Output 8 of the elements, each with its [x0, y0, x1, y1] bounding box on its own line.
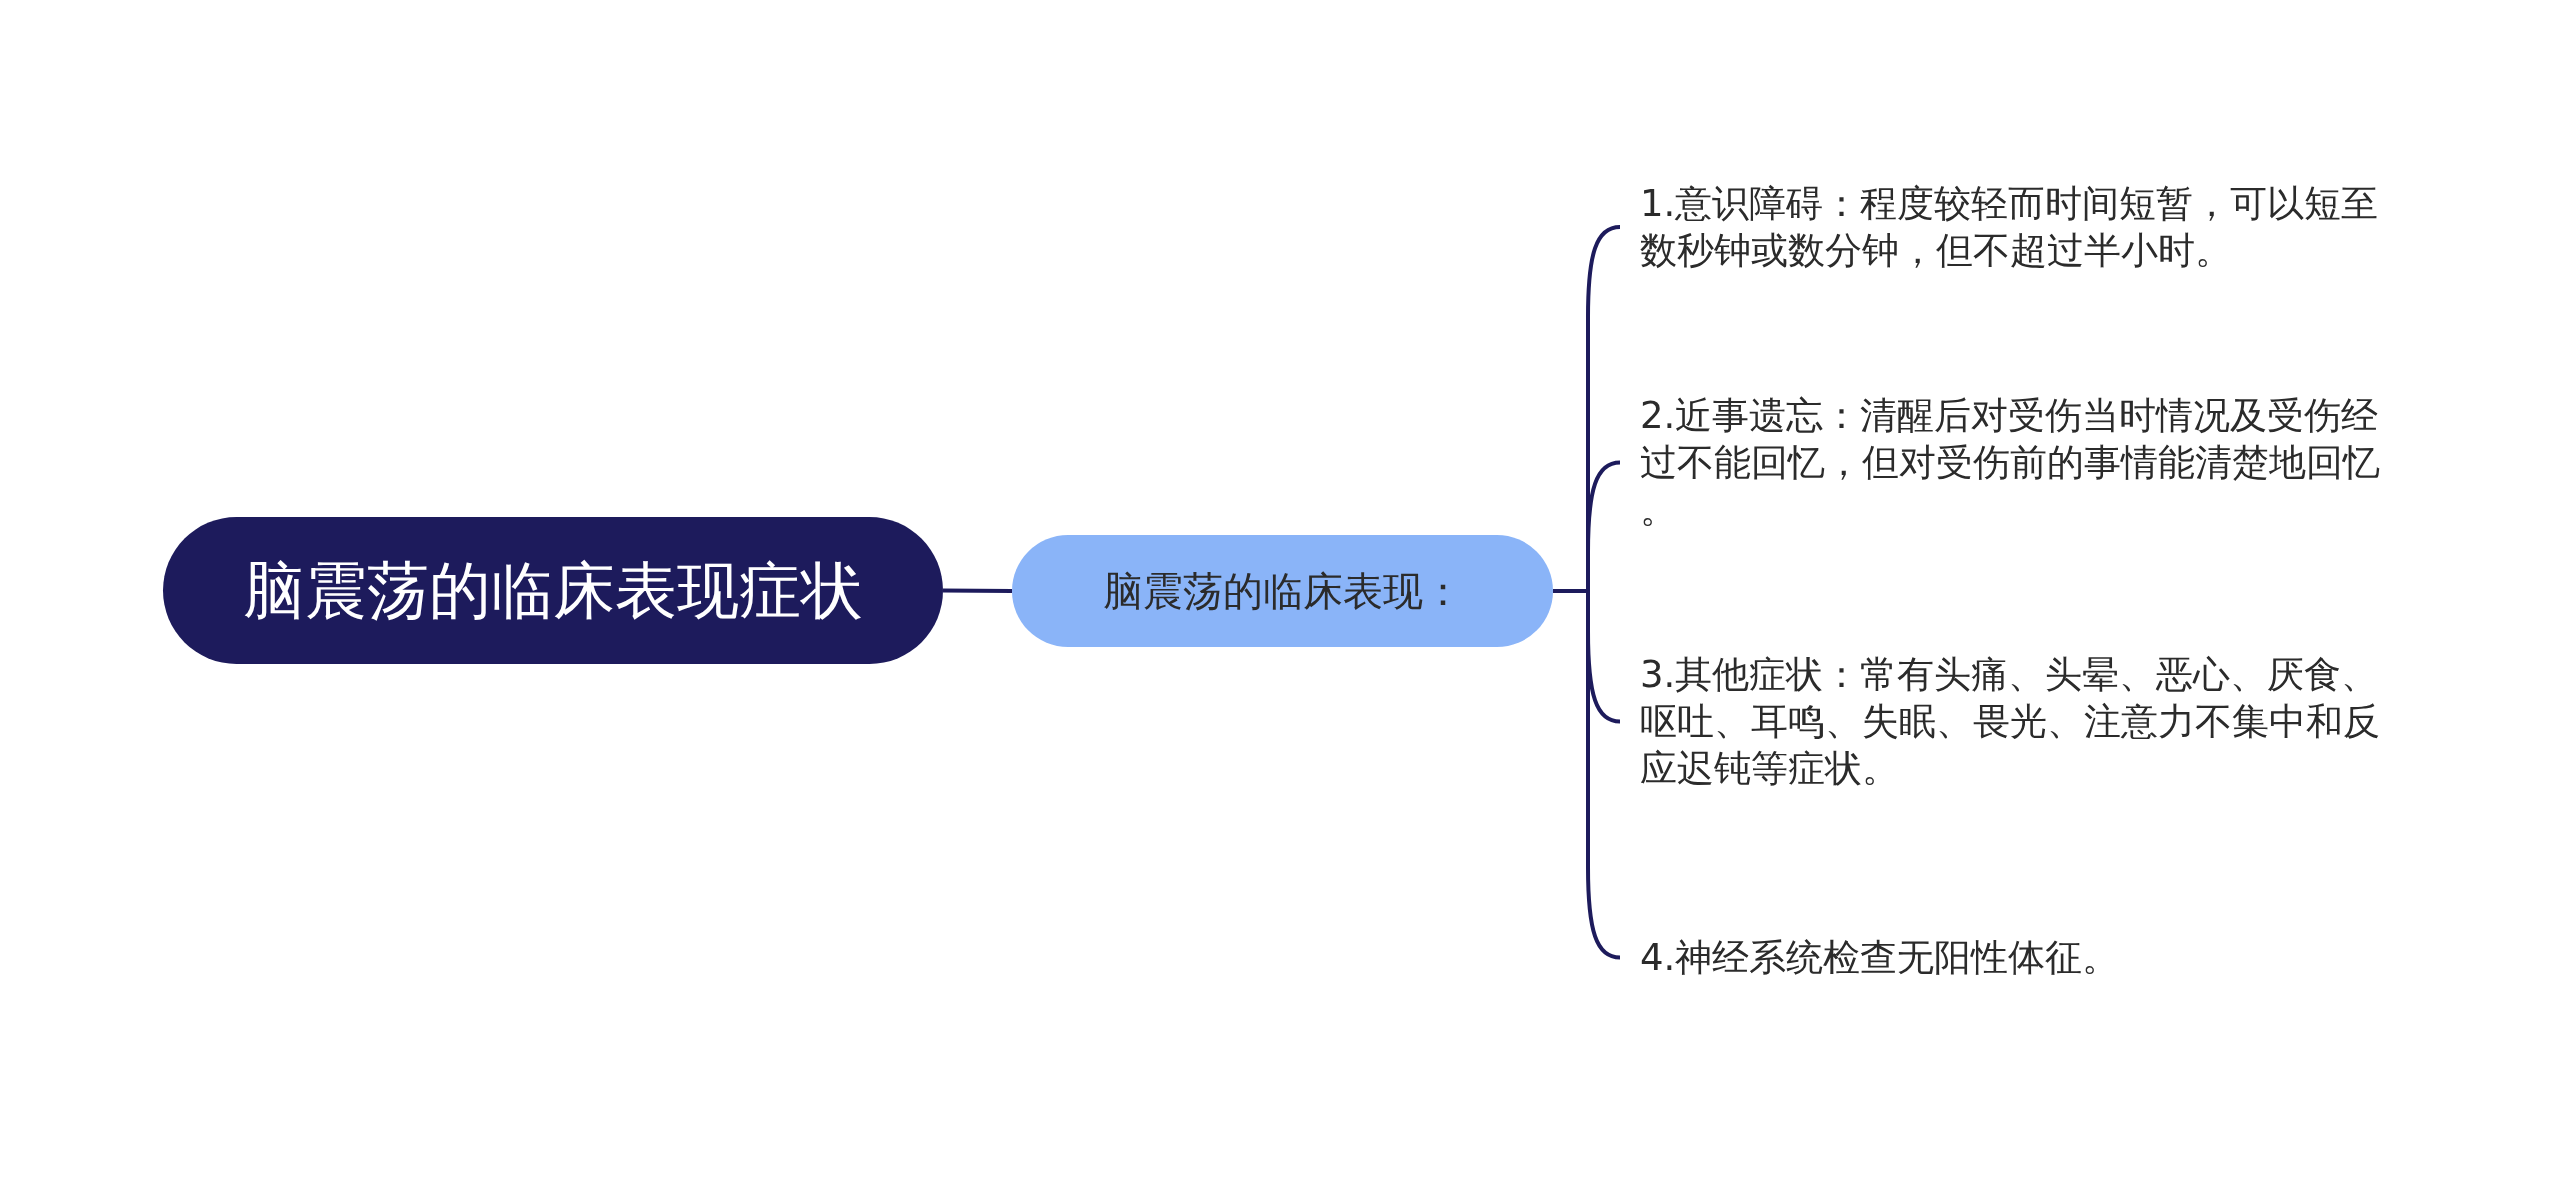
- connector-line: [1553, 589, 1621, 960]
- connector-line: [943, 588, 1012, 593]
- topic-text: 4.神经系统检查无阳性体征。: [1620, 934, 2388, 981]
- topic-title: 脑震荡的临床表现：: [1102, 566, 1463, 616]
- topic-text: 1.意识障碍：程度较轻而时间短暂，可以短至数秒钟或数分钟，但不超过半小时。: [1620, 180, 2388, 274]
- topic-title: 脑震荡的临床表现症状: [243, 552, 863, 629]
- topic-text: 2.近事遗忘：清醒后对受伤当时情况及受伤经过不能回忆，但对受伤前的事情能清楚地回忆。: [1620, 392, 2388, 533]
- topic-text: 3.其他症状：常有头痛、头晕、恶心、厌食、呕吐、耳鸣、失眠、畏光、注意力不集中和反应迟钝等症状。: [1620, 651, 2388, 792]
